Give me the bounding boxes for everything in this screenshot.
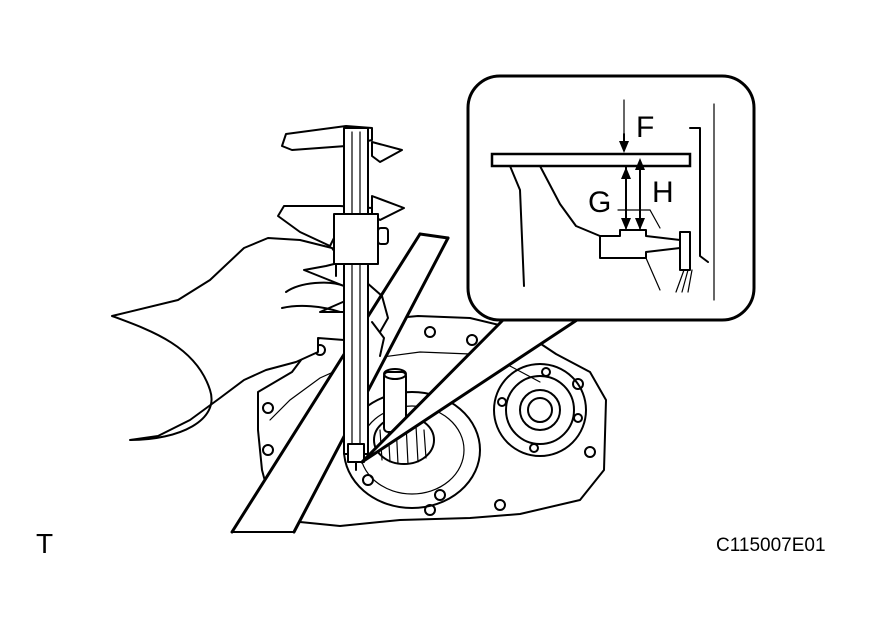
side-bearing-housing bbox=[493, 363, 587, 457]
straight-edge bbox=[230, 232, 450, 534]
dimension-label-g: G bbox=[588, 186, 612, 219]
hand bbox=[111, 237, 389, 441]
vernier-caliper bbox=[277, 125, 405, 471]
dimension-label-f: F bbox=[636, 111, 655, 144]
dimension-label-h: H bbox=[652, 176, 674, 209]
figure-code: C115007E01 bbox=[716, 535, 826, 556]
detail-view bbox=[466, 74, 756, 322]
corner-mark: T bbox=[36, 528, 54, 559]
